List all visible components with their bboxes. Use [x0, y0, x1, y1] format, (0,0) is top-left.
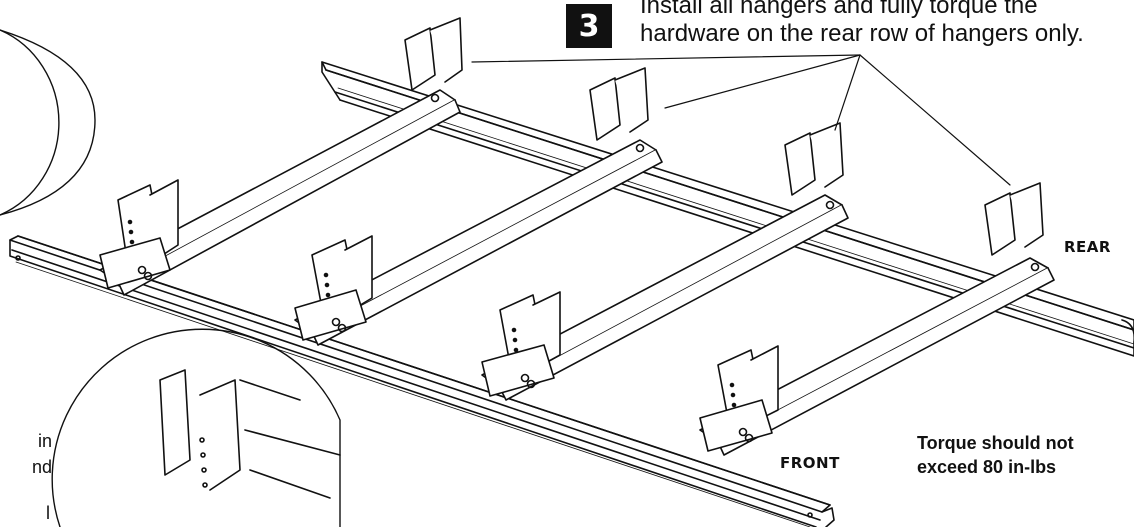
left-fragment-1: in — [38, 431, 53, 451]
crossbar-2 — [294, 67, 663, 346]
left-cut-off-text: in nd l — [0, 428, 52, 526]
step-instruction-line-2: hardware on the rear row of hangers only… — [640, 20, 1084, 47]
detail-circle-bottom — [51, 328, 341, 527]
crossbar-4 — [699, 182, 1055, 456]
leader-lines — [471, 54, 1011, 186]
detail-circle-top — [0, 29, 60, 216]
torque-note-line-1: Torque should not — [917, 433, 1074, 453]
step-instruction: Install all hangers and fully torque the… — [640, 0, 1134, 48]
crossbar-1 — [99, 17, 463, 296]
step-instruction-line-1: Install all hangers and fully torque the — [640, 0, 1038, 19]
front-label: FRONT — [780, 454, 840, 472]
detail-circle-top-arc — [0, 29, 96, 216]
left-fragment-4: l — [46, 503, 50, 523]
crossbar-3 — [481, 122, 849, 401]
left-fragment-2: nd — [32, 457, 53, 477]
rear-label: REAR — [1064, 238, 1111, 256]
left-fragment-3 — [0, 480, 52, 500]
torque-note: Torque should not exceed 80 in-lbs — [917, 431, 1074, 479]
torque-note-line-2: exceed 80 in-lbs — [917, 457, 1057, 477]
front-rail — [9, 235, 835, 527]
step-number-badge: 3 — [566, 4, 612, 48]
